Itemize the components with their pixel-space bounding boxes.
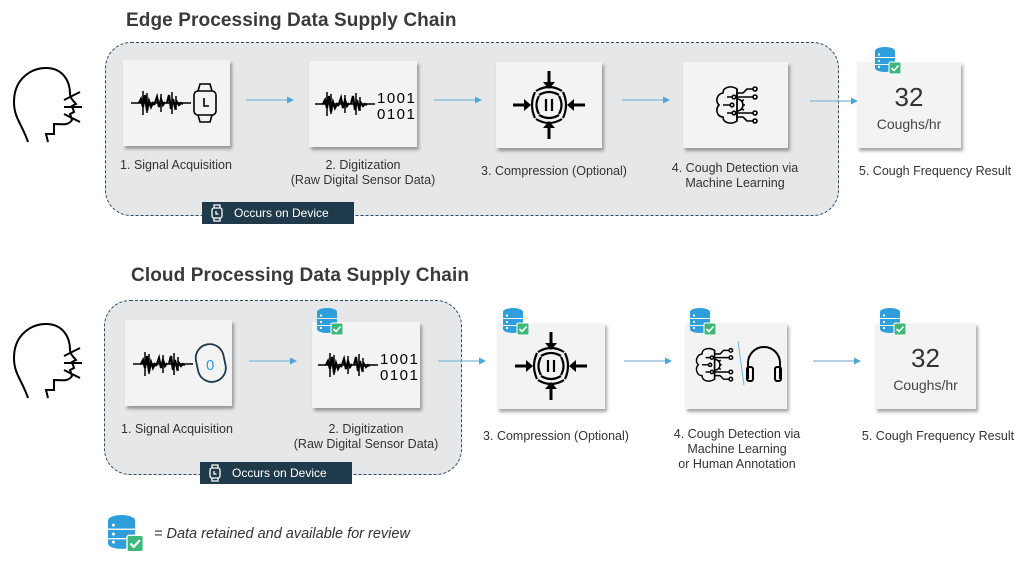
caption-line: Machine Learning [687,442,787,456]
caption-line: 1. Signal Acquisition [121,422,233,436]
caption-line: 2. Digitization [328,422,404,436]
caption-line: (Raw Digital Sensor Data) [290,173,436,187]
flow-arrow [624,357,672,365]
caption-line: 4. Cough Detection via [673,427,801,441]
waveform-sensor-patch-icon: 0 [131,343,227,383]
waveform-binary-icon: 1001 0101 [316,351,419,384]
edge-step-1-caption: 1. Signal Acquisition [110,158,242,173]
caption-line: 1. Signal Acquisition [120,158,232,172]
ai-brain-headphones-icon [695,340,782,386]
compression-icon [511,69,587,141]
flow-arrow [249,357,297,365]
database-check-icon [875,47,902,75]
database-check-icon [880,308,907,336]
cloud-step-2-card: 1001 0101 [312,322,420,408]
cloud-step-2-caption: 2. Digitization (Raw Digital Sensor Data… [286,422,446,452]
cloud-step-5-caption: 5. Cough Frequency Result [853,429,1023,444]
caption-line: 3. Compression (Optional) [481,164,627,178]
waveform-binary-icon: 1001 0101 [313,90,416,123]
edge-step-4-caption: 4. Cough Detection via Machine Learning [655,161,815,191]
flow-arrow [438,357,486,365]
cough-count-unit: Coughs/hr [893,377,958,393]
cough-count-unit: Coughs/hr [876,116,942,132]
watch-icon [209,464,221,482]
cloud-step-4-caption: 4. Cough Detection via Machine Learning … [657,427,817,472]
cough-count-value: 32 [894,82,924,112]
database-check-icon [503,308,530,336]
flow-arrow [813,357,861,365]
edge-step-2-caption: 2. Digitization (Raw Digital Sensor Data… [283,158,443,188]
binary-line-1: 1001 [380,351,419,368]
caption-line: 4. Cough Detection via [671,161,799,175]
legend-database-check-icon [108,514,145,553]
sensor-label: 0 [206,357,214,374]
cloud-step-3-card [497,323,605,409]
cough-count-value: 32 [911,343,940,373]
caption-line: (Raw Digital Sensor Data) [293,437,439,451]
person-coughing-icon [12,322,82,399]
flow-arrow [434,96,482,104]
cloud-step-5-result-card: 32 Coughs/hr [875,323,976,409]
ai-brain-icon [716,86,758,124]
database-check-icon [690,308,717,336]
caption-line: 3. Compression (Optional) [483,429,629,443]
cloud-section-title: Cloud Processing Data Supply Chain [131,265,470,286]
edge-section-title: Edge Processing Data Supply Chain [126,10,457,31]
occurs-on-device-badge: Occurs on Device [200,462,352,484]
badge-label: Occurs on Device [234,206,329,220]
database-check-icon [317,308,344,336]
flow-arrow [810,97,858,105]
caption-line: 5. Cough Frequency Result [861,429,1015,443]
flow-arrow [622,96,670,104]
edge-step-4-card [683,62,788,148]
occurs-on-device-badge: Occurs on Device [202,202,354,224]
binary-line-2: 0101 [380,367,419,384]
watch-icon [211,204,223,222]
cloud-step-1-card: 0 [125,320,232,406]
flow-arrow [246,96,294,104]
waveform-watch-icon [129,83,217,123]
caption-line: Machine Learning [685,176,785,190]
person-coughing-icon [12,66,82,143]
edge-step-5-result-card: 32 Coughs/hr [857,62,961,148]
badge-label: Occurs on Device [232,466,327,480]
edge-step-2-card: 1001 0101 [309,61,417,147]
edge-step-1-card [123,60,230,146]
edge-step-3-card [496,62,602,148]
caption-line: 2. Digitization [325,158,401,172]
caption-line: 5. Cough Frequency Result [858,164,1012,178]
caption-line: or Human Annotation [678,457,796,471]
edge-step-3-caption: 3. Compression (Optional) [474,164,634,179]
cloud-step-4-card [685,323,787,409]
edge-step-5-caption: 5. Cough Frequency Result [850,164,1020,179]
legend-text: = Data retained and available for review [154,526,410,542]
binary-line-2: 0101 [377,106,416,123]
cloud-step-3-caption: 3. Compression (Optional) [476,429,636,444]
cloud-step-1-caption: 1. Signal Acquisition [111,422,243,437]
binary-line-1: 1001 [377,90,416,107]
